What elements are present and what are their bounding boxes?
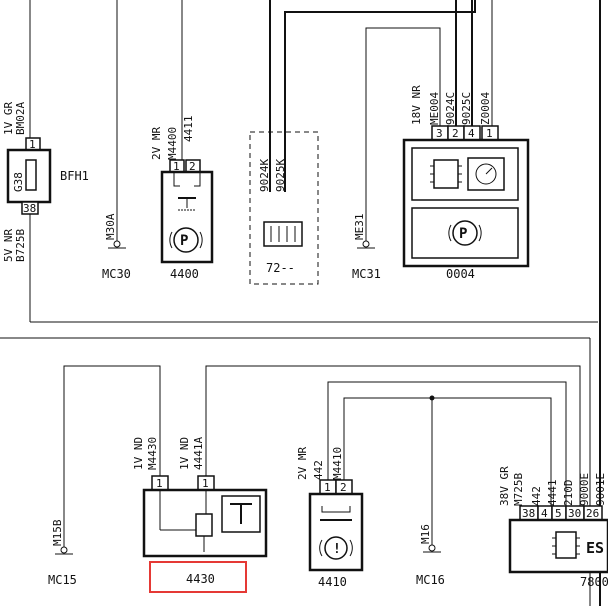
c4410-wire-3: M4410 xyxy=(331,447,344,480)
c7800-chip-icon xyxy=(555,531,577,559)
c7800-label: 7800 xyxy=(580,575,608,589)
mc30-ground-node xyxy=(113,240,121,248)
c7800-wire-1: M725B xyxy=(512,473,525,506)
highlight-box-4430 xyxy=(149,561,247,593)
bfh1-pin-bot-box xyxy=(21,201,39,215)
bfh1-fuse xyxy=(25,159,37,191)
c7200-wire-1: 9024K xyxy=(258,159,271,192)
parking-brake-icon xyxy=(173,227,199,253)
c0004-wire-2: 9024C xyxy=(444,92,457,125)
c7800-wire-6: 9001E xyxy=(594,473,607,506)
c4410-pin2: 2 xyxy=(340,481,347,494)
bfh1-wtop-2: BM02A xyxy=(14,102,27,135)
c4410-wire-2: 442 xyxy=(312,460,325,480)
c0004-pin1: 3 xyxy=(436,127,443,140)
mc15-wire: M15B xyxy=(51,519,64,546)
wire-442 xyxy=(327,381,567,506)
brake-warning-icon xyxy=(324,536,348,560)
mc31-wire: ME31 xyxy=(353,214,366,241)
wire-9025k xyxy=(284,0,476,192)
wire-me004 xyxy=(365,27,441,242)
c4410-label: 4410 xyxy=(318,575,347,589)
c4400-wire-1: 2V MR xyxy=(150,127,163,160)
bfh1-pin-bot: 38 xyxy=(23,202,36,215)
bfh1-wbot-1: 5V NR xyxy=(2,229,15,262)
c0004-wire-4: Z0004 xyxy=(479,92,492,125)
c7200-label: 72-- xyxy=(266,261,295,275)
c4430-label: 4430 xyxy=(186,572,215,586)
c4400-pin1: 1 xyxy=(173,160,180,173)
mc16-wire: M16 xyxy=(419,524,432,544)
c4400-icon-p: P xyxy=(180,233,188,249)
c4400-label: 4400 xyxy=(170,267,199,281)
c4410-pin1: 1 xyxy=(324,481,331,494)
c7800-pin3: 5 xyxy=(555,507,562,520)
c0004-icon-p: P xyxy=(459,226,467,242)
junction-m16 xyxy=(429,395,435,401)
c7800-pin2: 4 xyxy=(541,507,548,520)
c4430-pin2: 1 xyxy=(202,477,209,490)
wire-m4430 xyxy=(63,365,161,548)
c0004-wire-1: ME004 xyxy=(428,92,441,125)
c4400-switch-a xyxy=(173,172,180,187)
c7800-wire-4: 210D xyxy=(562,480,575,507)
c0004-pin2: 2 xyxy=(452,127,459,140)
c4430-w1-a: 1V ND xyxy=(132,437,145,470)
c4410-icon-mark: ! xyxy=(333,542,341,557)
c7800-wire-2: 442 xyxy=(530,486,543,506)
c4400-pin2: 2 xyxy=(189,160,196,173)
c4400-wire-2: M4400 xyxy=(166,127,179,160)
c0004-pin4: 1 xyxy=(486,127,493,140)
c7200-wire-2: 9025K xyxy=(274,159,287,192)
bfh1-pin-top: 1 xyxy=(29,138,36,151)
mc31-ground-node xyxy=(362,240,370,248)
c7800-connector: 38V GR xyxy=(498,466,511,506)
c7200-dashed-box xyxy=(249,131,319,285)
c0004-connector: 18V NR xyxy=(410,85,423,125)
c0004-label: 0004 xyxy=(446,267,475,281)
mc16-label: MC16 xyxy=(416,573,445,587)
mc31-label: MC31 xyxy=(352,267,381,281)
c7200-chip xyxy=(263,221,303,247)
c7800-pin4: 30 xyxy=(568,507,581,520)
parking-brake-icon-2 xyxy=(452,220,478,246)
bfh1-label: BFH1 xyxy=(60,169,89,183)
c7800-label-fragment: ES xyxy=(586,539,604,557)
bfh1-wtop-1: 1V GR xyxy=(2,102,15,135)
c7800-wire-3: 4441 xyxy=(546,480,559,507)
bfh1-inner: G38 xyxy=(12,172,25,192)
mc30-wire: M30A xyxy=(104,213,117,240)
wire-m4410 xyxy=(343,397,552,506)
mc15-ground-node xyxy=(60,546,68,554)
c0004-wire-3: 9025C xyxy=(460,92,473,125)
wire-4441a xyxy=(205,365,581,520)
c4410-wire-1: 2V MR xyxy=(296,447,309,480)
c7800-pin1: 38 xyxy=(522,507,535,520)
c4400-icon-arc-r xyxy=(199,231,203,249)
bfh1-wbot-2: B725B xyxy=(14,229,27,262)
mc30-label: MC30 xyxy=(102,267,131,281)
c4400-icon-arc-l xyxy=(169,231,173,249)
c4430-pin1: 1 xyxy=(156,477,163,490)
mc15-label: MC15 xyxy=(48,573,77,587)
c4400-switch-b xyxy=(194,172,201,187)
c4400-wire-3: 4411 xyxy=(182,116,195,143)
c0004-pin3: 4 xyxy=(468,127,475,140)
c4430-w2-b: 4441A xyxy=(192,437,205,470)
c4430-switch xyxy=(195,513,213,537)
c7800-wire-5: 9000E xyxy=(578,473,591,506)
c7800-pin5: 26 xyxy=(586,507,599,520)
c0004-chip-icon xyxy=(433,159,459,189)
c4430-w2-a: 1V ND xyxy=(178,437,191,470)
c4410-switch xyxy=(321,506,351,513)
mc16-ground-node xyxy=(428,544,436,552)
c4430-w1-b: M4430 xyxy=(146,437,159,470)
